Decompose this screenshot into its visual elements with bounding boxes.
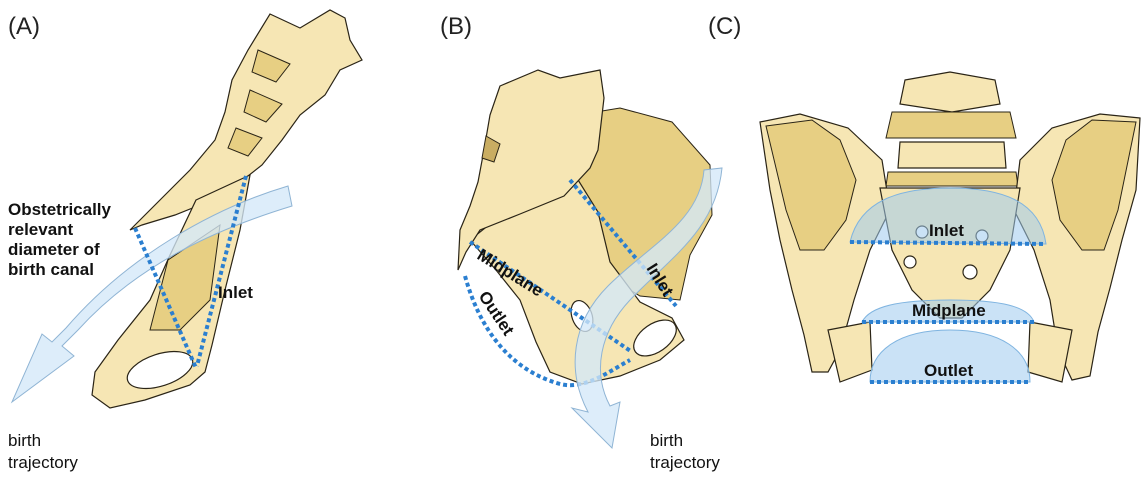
- outlet-label-c: Outlet: [924, 361, 973, 380]
- diameter-label-a: Obstetrically relevant diameter of birth…: [8, 200, 112, 279]
- svg-text:diameter of: diameter of: [8, 240, 100, 259]
- svg-text:birth canal: birth canal: [8, 260, 94, 279]
- svg-text:trajectory: trajectory: [650, 453, 720, 472]
- svg-text:birth: birth: [650, 431, 683, 450]
- svg-text:trajectory: trajectory: [8, 453, 78, 472]
- outlet-label-b: Outlet: [475, 288, 518, 340]
- lumbar-vertebra: [900, 72, 1000, 112]
- panel-b: (B) Midplane Outlet Inlet birth trajecto…: [440, 13, 722, 472]
- inlet-label-c: Inlet: [929, 221, 964, 240]
- panel-a-letter: (A): [8, 13, 40, 40]
- midplane-label-c: Midplane: [912, 301, 986, 320]
- inlet-label-a: Inlet: [218, 283, 253, 302]
- panel-c: (C) Inlet: [708, 13, 1140, 382]
- svg-text:Obstetrically: Obstetrically: [8, 200, 112, 219]
- svg-text:birth: birth: [8, 431, 41, 450]
- svg-text:relevant: relevant: [8, 220, 74, 239]
- panel-a: (A) Obstetrically relevant diameter of b…: [8, 10, 362, 472]
- panel-b-letter: (B): [440, 13, 472, 40]
- trajectory-label-b: birth trajectory: [650, 431, 720, 472]
- trajectory-label-a: birth trajectory: [8, 431, 78, 472]
- panel-c-letter: (C): [708, 13, 741, 40]
